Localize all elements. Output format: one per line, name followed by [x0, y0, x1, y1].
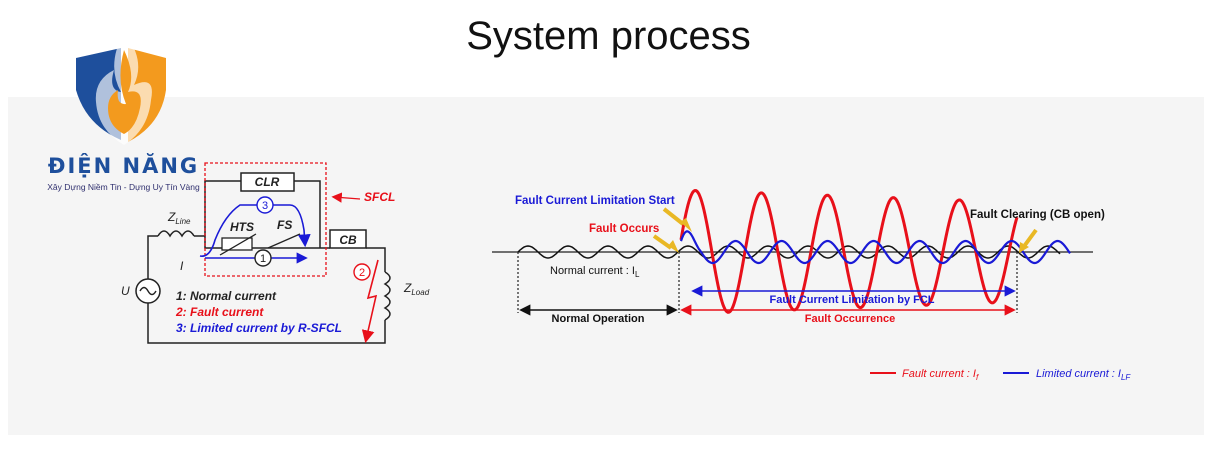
fs-label: FS [277, 218, 292, 232]
circuit-legend-limited: 3: Limited current by R-SFCL [176, 321, 342, 335]
circuit-legend-fault: 2: Fault current [175, 305, 264, 319]
fault-clearing-label: Fault Clearing (CB open) [970, 209, 1105, 221]
hts-slash [219, 233, 257, 256]
fault-occurs-label: Fault Occurs [589, 223, 659, 235]
normal-current-wave [517, 245, 1061, 259]
logo-brand: ĐIỆN NĂNG [47, 154, 200, 178]
page-title: System process [466, 14, 751, 58]
z-load-inductor-icon [383, 271, 391, 321]
source-label: U [121, 284, 130, 298]
clr-box [240, 172, 295, 192]
normal-current-label: Normal current : IL [550, 265, 640, 279]
fault-current-bolt [361, 259, 379, 344]
fault-occurrence-label: Fault Occurrence [805, 313, 895, 325]
sfcl-label: SFCL [364, 190, 395, 204]
circuit-wire-bottom [147, 303, 386, 344]
current-label: I [180, 259, 184, 273]
cb-label: CB [339, 233, 357, 247]
z-line-label: ZLine [167, 210, 191, 226]
limitation-start-arrowhead [680, 218, 692, 232]
fault-limitation-start-label: Fault Current Limitation Start [515, 195, 675, 207]
circuit-wire-right [366, 247, 386, 272]
clr-label: CLR [255, 175, 280, 189]
hts-element [221, 237, 253, 251]
marker-2-label: 2 [359, 267, 365, 279]
company-logo: ĐIỆN NĂNG Xây Dựng Niềm Tin - Dựng Uy Tí… [36, 30, 211, 195]
logo-slogan: Xây Dựng Niềm Tin - Dựng Uy Tín Vàng [47, 182, 200, 192]
limited-current-wave [679, 230, 1071, 265]
sfcl-boundary [204, 162, 327, 277]
legend-fault-label: Fault current : If [902, 368, 979, 382]
z-line-inductor-icon [157, 230, 195, 238]
limited-current-path [199, 204, 311, 257]
sine-wave-icon [139, 286, 157, 296]
circuit-diagram: 3 1 2 CLR CB SFCL HTS FS ZLine ZLoad U I… [121, 162, 430, 344]
normal-operation-label: Normal Operation [552, 313, 645, 325]
fault-occurs-arrowhead [668, 240, 679, 253]
flame-shield-icon [76, 32, 166, 145]
fcl-range-label: Fault Current Limitation by FCL [770, 294, 935, 306]
circuit-legend-normal: 1: Normal current [176, 289, 277, 303]
marker-1-label: 1 [260, 253, 266, 265]
legend-limited-label: Limited current : ILF [1036, 368, 1131, 382]
cb-box [329, 229, 367, 249]
marker-1 [254, 249, 272, 267]
circuit-wire-left-top [147, 235, 158, 243]
sfcl-pointer-arrow [331, 192, 361, 203]
limitation-start-arrow-icon [662, 207, 685, 226]
z-load-label: ZLoad [403, 281, 430, 297]
marker-3 [256, 196, 274, 214]
marker-3-label: 3 [262, 200, 268, 212]
hts-label: HTS [230, 220, 254, 234]
fault-clearing-arrow-icon [1023, 228, 1038, 247]
waveform-diagram: Fault Current Limitation Start Fault Occ… [492, 188, 1131, 382]
marker-2 [353, 263, 371, 281]
fault-clearing-arrowhead [1019, 242, 1029, 253]
circuit-wire-main [194, 235, 330, 249]
fs-switch-icon [267, 233, 301, 249]
